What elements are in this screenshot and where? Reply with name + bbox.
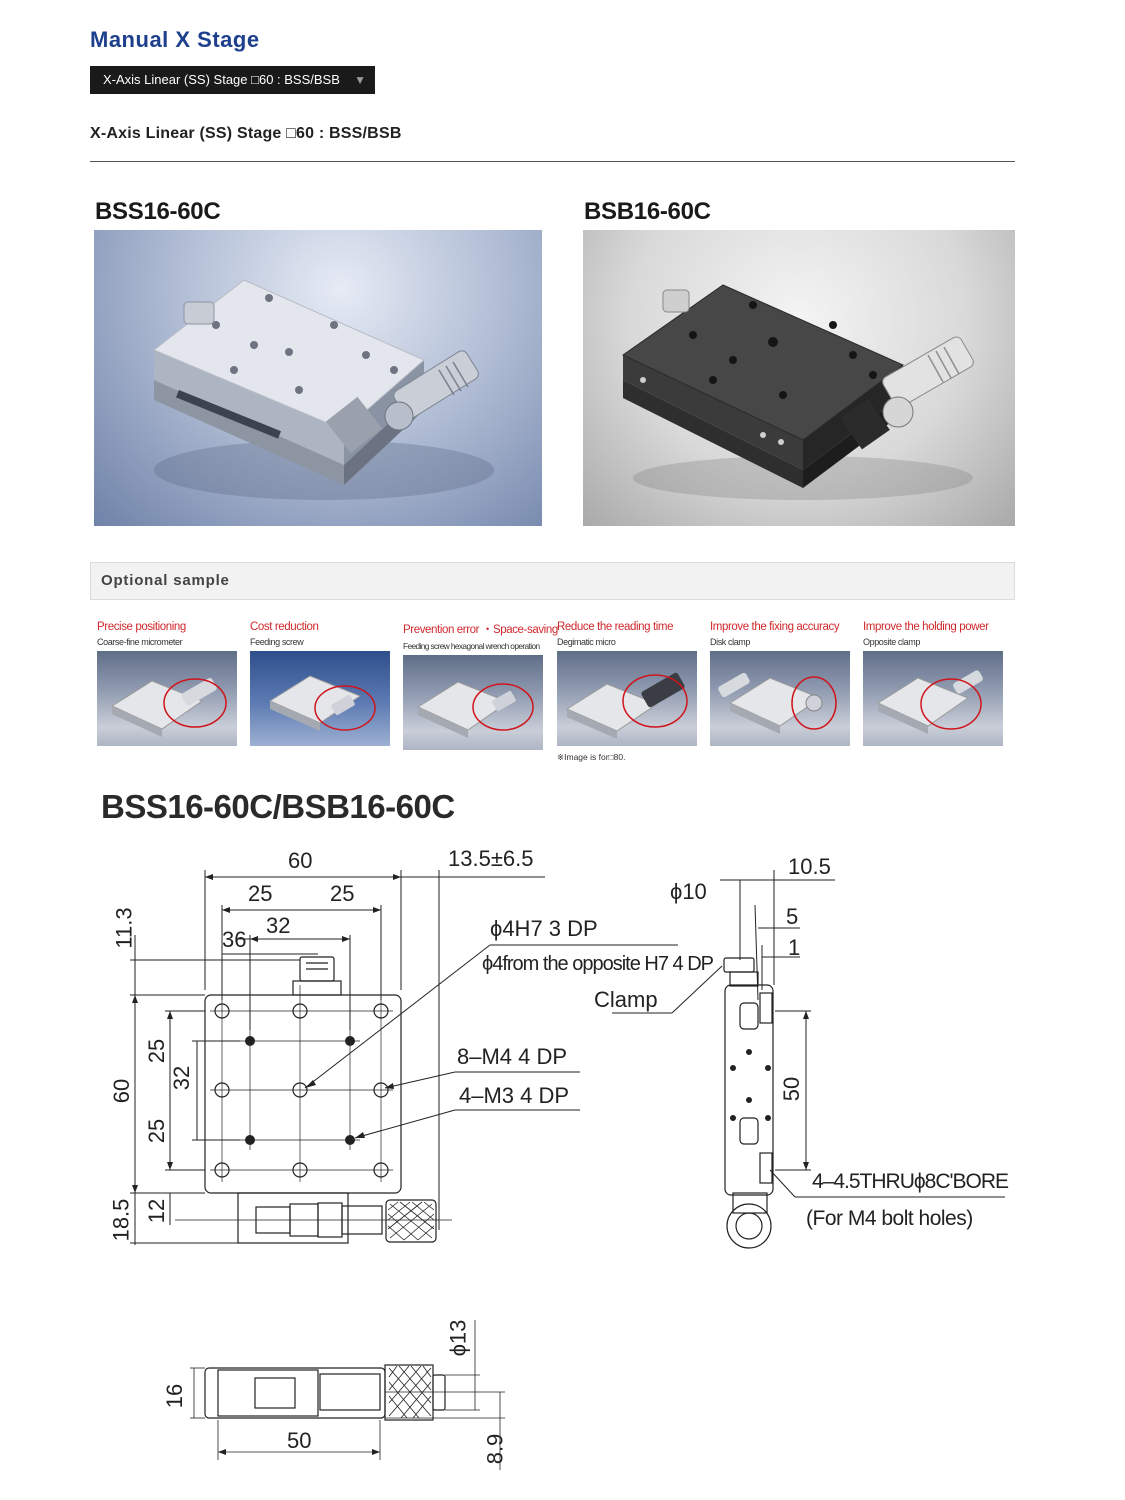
product-name-bsb: BSB16-60C	[584, 198, 711, 225]
optional-item-image	[557, 651, 697, 746]
section-subtitle: X-Axis Linear (SS) Stage □60 : BSS/BSB	[90, 125, 402, 142]
optional-item-title: Precise positioning	[97, 621, 186, 633]
optional-item-subtitle: Feeding screw	[250, 637, 304, 647]
chevron-down-icon: ▼	[354, 73, 366, 87]
optional-item-title: Prevention error ・Space-saving	[403, 624, 558, 636]
divider	[90, 161, 1015, 162]
optional-sample-heading: Optional sample	[90, 562, 1015, 600]
dim-label: 36	[222, 927, 247, 952]
optional-item[interactable]: Cost reduction Feeding screw	[250, 621, 390, 746]
callout-thru: 4–4.5THRUϕ8C'BORE	[812, 1170, 1009, 1193]
dim-label: 25	[144, 1118, 170, 1144]
dim-label: 50	[287, 1428, 312, 1453]
callout-clamp: Clamp	[594, 987, 658, 1012]
model-select-value: X-Axis Linear (SS) Stage □60 : BSS/BSB	[103, 72, 340, 87]
optional-item-title: Improve the fixing accuracy	[710, 621, 840, 633]
dim-label: ϕ13	[445, 1319, 471, 1357]
dim-label: 25	[144, 1038, 170, 1064]
optional-item-title: Improve the holding power	[863, 621, 989, 633]
dim-label: 32	[169, 1065, 195, 1091]
dim-label: 18.5	[108, 1198, 134, 1242]
dim-label: 10.5	[788, 854, 831, 879]
model-select-dropdown[interactable]: X-Axis Linear (SS) Stage □60 : BSS/BSB ▼	[90, 66, 375, 94]
product-photo-bss	[94, 230, 542, 526]
optional-item-subtitle: Coarse-fine micrometer	[97, 637, 183, 647]
optional-item-subtitle: Disk clamp	[710, 637, 751, 647]
optional-item-image	[403, 655, 543, 750]
callout-h7: ϕ4H7 3 DP	[490, 916, 598, 941]
optional-item[interactable]: Precise positioning Coarse-fine micromet…	[97, 621, 237, 746]
optional-item-title: Reduce the reading time	[557, 621, 674, 633]
callout-m3: 4–M3 4 DP	[459, 1083, 570, 1108]
optional-item-image	[97, 651, 237, 746]
dim-label: 8.9	[482, 1433, 508, 1465]
dim-label: 60	[288, 848, 313, 873]
dim-label: ϕ10	[670, 879, 707, 904]
optional-item[interactable]: Improve the fixing accuracy Disk clamp	[710, 621, 850, 746]
dim-label: 13.5±6.5	[448, 846, 534, 871]
optional-item-image	[250, 651, 390, 746]
dim-label: 60	[109, 1078, 135, 1104]
dim-label: 11.3	[111, 907, 137, 949]
optional-item-image	[710, 651, 850, 746]
dim-label: 5	[786, 904, 799, 929]
optional-item-title: Cost reduction	[250, 621, 319, 633]
technical-drawing	[130, 870, 1005, 1470]
callout-m4: 8–M4 4 DP	[457, 1044, 568, 1069]
optional-item-subtitle: Opposite clamp	[863, 637, 920, 647]
dim-label: 25	[248, 881, 273, 906]
optional-item[interactable]: Reduce the reading time Degimatic micro	[557, 621, 697, 746]
optional-item-image	[863, 651, 1003, 746]
optional-item-subtitle: Degimatic micro	[557, 637, 616, 647]
callout-opposite: ϕ4from the opposite H7 4 DP	[482, 953, 714, 975]
optional-item[interactable]: Prevention error ・Space-saving Feeding s…	[403, 621, 558, 750]
optional-item[interactable]: Improve the holding power Opposite clamp	[863, 621, 1003, 746]
dim-label: 1	[788, 935, 801, 960]
optional-note: ※Image is for□80.	[557, 752, 626, 762]
optional-item-subtitle: Feeding screw hexagonal wrench operation	[403, 641, 540, 651]
drawing-title: BSS16-60C/BSB16-60C	[101, 788, 455, 825]
product-name-bss: BSS16-60C	[95, 198, 221, 225]
dim-label: 25	[330, 881, 355, 906]
dim-label: 50	[779, 1076, 805, 1102]
dim-label: 32	[266, 913, 291, 938]
product-photo-bsb	[583, 230, 1015, 526]
page-title: Manual X Stage	[90, 27, 260, 52]
dim-label: 12	[144, 1198, 170, 1224]
dim-label: 16	[162, 1383, 188, 1409]
callout-bolt: (For M4 bolt holes)	[806, 1207, 973, 1230]
